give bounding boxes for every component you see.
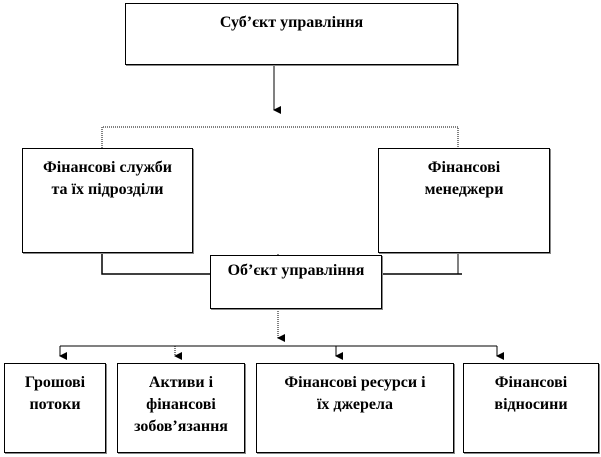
executor-line: Фінансові служби [43, 159, 172, 176]
executor-box-financial-services: Фінансові служби та їх підрозділи [22, 148, 193, 253]
object-line: відносини [494, 396, 568, 413]
object-box-assets-liabilities: Активи і фінансові зобов’язання [117, 363, 245, 453]
object-line: зобов’язання [134, 418, 228, 435]
object-box-cash-flows: Грошові потоки [4, 363, 106, 453]
object-box-relations: Фінансові відносини [463, 363, 599, 453]
subject-box: Суб’єкт управління [125, 3, 458, 65]
object-box: Об’єкт управління [210, 255, 382, 309]
object-line: їх джерела [316, 396, 393, 413]
object-line: Фінансові ресурси і [284, 374, 426, 391]
object-title: Об’єкт управління [227, 262, 365, 279]
object-line: Грошові [24, 374, 86, 391]
executor-line: та їх підрозділи [51, 181, 164, 198]
object-line: фінансові [146, 396, 216, 413]
object-box-resources: Фінансові ресурси і їх джерела [256, 363, 454, 453]
object-line: потоки [29, 396, 81, 413]
executors-bracket-top [101, 126, 459, 148]
object-line: Активи і [148, 374, 214, 391]
executor-line: Фінансові [427, 159, 501, 176]
executor-line: менеджери [424, 181, 504, 198]
executor-box-financial-managers: Фінансові менеджери [378, 148, 550, 253]
subject-title: Суб’єкт управління [219, 14, 364, 31]
object-line: Фінансові [494, 374, 568, 391]
